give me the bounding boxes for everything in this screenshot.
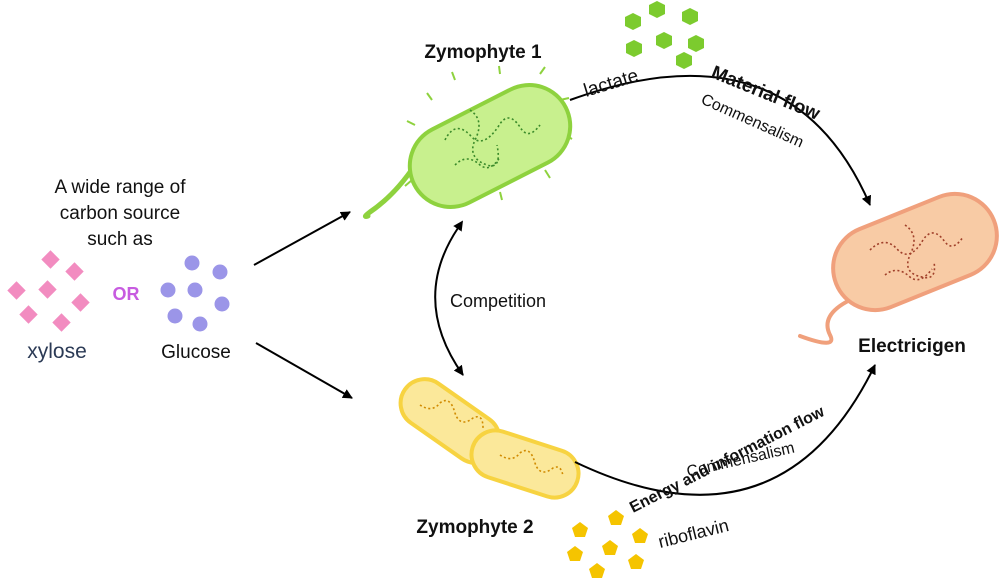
glucose-dot — [167, 308, 183, 324]
riboflavin-pentagon — [632, 528, 648, 543]
arrow-to-zymophyte-1 — [253, 211, 351, 266]
riboflavin-pentagon — [589, 563, 605, 578]
xylose-label: xylose — [27, 340, 87, 363]
xylose-diamond — [19, 305, 38, 324]
riboflavin-pentagon — [602, 540, 618, 555]
xylose-diamond — [7, 281, 26, 300]
glucose-dot — [184, 255, 200, 271]
glucose-dot — [187, 282, 203, 298]
lactate-hexagon — [656, 32, 672, 49]
zymophyte-1-cell — [362, 65, 573, 219]
carbon-source-line-3: such as — [87, 229, 152, 250]
or-label: OR — [113, 284, 140, 304]
xylose-diamond — [52, 313, 71, 332]
xylose-diamond — [41, 250, 60, 269]
lactate-molecules — [625, 1, 704, 69]
material-flow-arrow — [569, 74, 872, 206]
xylose-diamond — [71, 293, 90, 312]
glucose-dot — [214, 296, 230, 312]
glucose-dot — [212, 264, 228, 280]
riboflavin-pentagon — [567, 546, 583, 561]
lactate-hexagon — [688, 35, 704, 52]
riboflavin-molecules — [567, 510, 648, 578]
riboflavin-pentagon — [628, 554, 644, 569]
lactate-label: lactate — [581, 65, 641, 101]
energy-flow-arrow — [574, 364, 876, 496]
electricigen-label: Electricigen — [858, 336, 966, 357]
lactate-hexagon — [626, 40, 642, 57]
competition-arrow — [434, 220, 464, 376]
zymophyte-1-label: Zymophyte 1 — [424, 42, 542, 63]
zymophyte-2-label: Zymophyte 2 — [416, 517, 533, 538]
xylose-molecules — [7, 250, 90, 332]
riboflavin-pentagon — [608, 510, 624, 525]
riboflavin-pentagon — [572, 522, 588, 537]
glucose-dot — [192, 316, 208, 332]
zymophyte-2-cell — [398, 377, 581, 500]
arrow-to-zymophyte-2 — [255, 342, 353, 399]
xylose-diamond — [38, 280, 57, 299]
lactate-hexagon — [649, 1, 665, 18]
lactate-hexagon — [682, 8, 698, 25]
xylose-diamond — [65, 262, 84, 281]
energy-flow-label: Energy and information flow — [627, 403, 828, 516]
glucose-molecules — [160, 255, 230, 332]
lactate-hexagon — [676, 52, 692, 69]
glucose-dot — [160, 282, 176, 298]
electricigen-cell — [798, 191, 999, 345]
carbon-source-line-2: carbon source — [60, 203, 180, 224]
riboflavin-label: riboflavin — [656, 515, 731, 552]
glucose-label: Glucose — [161, 342, 231, 363]
competition-label: Competition — [450, 291, 546, 311]
lactate-hexagon — [625, 13, 641, 30]
carbon-source-line-1: A wide range of — [55, 177, 187, 198]
